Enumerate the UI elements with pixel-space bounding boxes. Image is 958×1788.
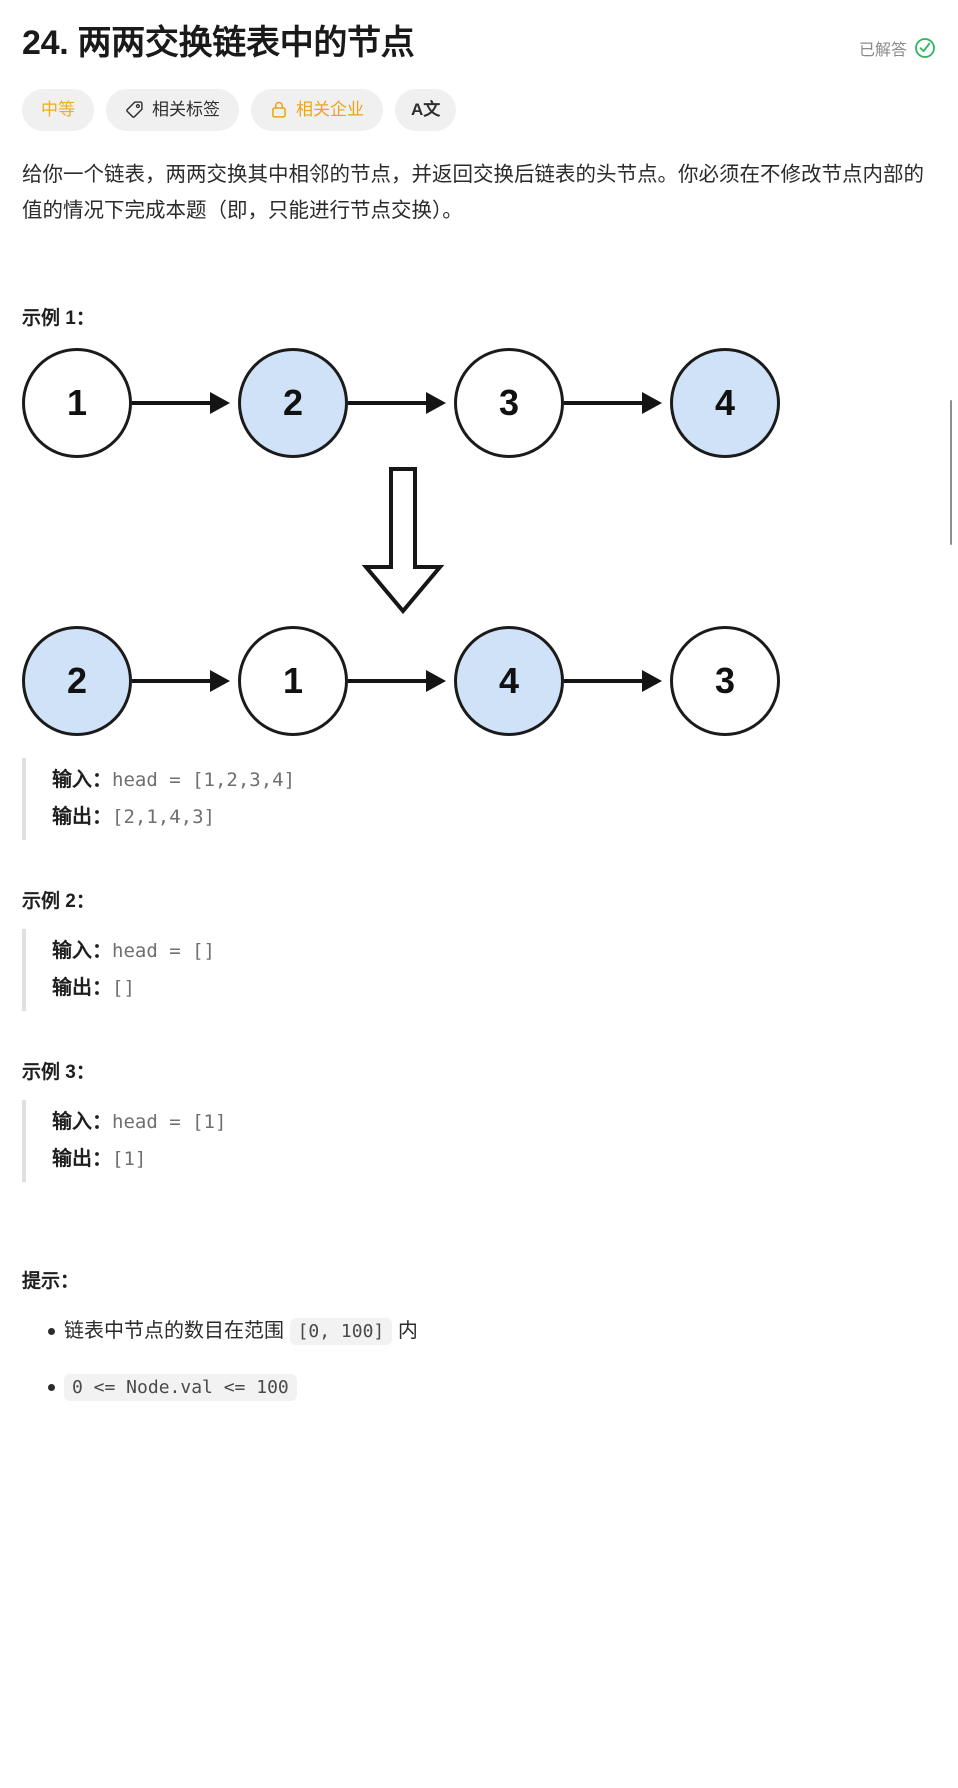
status-badge: 已解答 — [859, 22, 936, 60]
down-arrow-row — [22, 458, 936, 626]
arrow-icon — [564, 391, 670, 415]
output-label: 输出： — [52, 806, 112, 829]
tag-icon — [125, 100, 144, 119]
page-title: 24. 两两交换链表中的节点 — [22, 24, 415, 62]
down-arrow-icon — [360, 465, 446, 620]
list-item: 链表中节点的数目在范围 [0, 100] 内 — [48, 1315, 936, 1347]
example-output-line: 输出：[1] — [52, 1141, 936, 1178]
related-companies-badge[interactable]: 相关企业 — [251, 88, 383, 131]
input-value: head = [1] — [112, 1111, 227, 1134]
list-node: 2 — [238, 348, 348, 459]
example-3-io: 输入：head = [1] 输出：[1] — [22, 1100, 936, 1183]
output-value: [1] — [112, 1148, 147, 1171]
list-node: 4 — [454, 626, 564, 737]
list-node: 3 — [670, 626, 780, 737]
list-node: 1 — [238, 626, 348, 737]
input-label: 输入： — [52, 1111, 112, 1134]
related-companies-label: 相关企业 — [296, 100, 364, 119]
input-value: head = [1,2,3,4] — [112, 769, 296, 792]
scrollbar[interactable] — [948, 0, 954, 1788]
hints-heading: 提示： — [22, 1271, 80, 1293]
translate-badge[interactable]: A文 — [395, 88, 457, 131]
problem-description: 给你一个链表，两两交换其中相邻的节点，并返回交换后链表的头节点。你必须在不修改节… — [22, 162, 924, 222]
list-node: 4 — [670, 348, 780, 459]
output-value: [] — [112, 977, 135, 1000]
input-value: head = [] — [112, 940, 215, 963]
list-node: 3 — [454, 348, 564, 459]
linked-list-before: 1 2 3 4 — [22, 348, 936, 459]
related-tags-badge[interactable]: 相关标签 — [106, 88, 239, 131]
lock-icon — [270, 100, 288, 119]
difficulty-label: 中等 — [41, 100, 75, 119]
output-label: 输出： — [52, 1148, 112, 1171]
arrow-icon — [132, 391, 238, 415]
arrow-icon — [564, 669, 670, 693]
hint-text-suffix: 内 — [392, 1320, 418, 1343]
list-node: 1 — [22, 348, 132, 459]
hint-code: [0, 100] — [289, 1318, 393, 1346]
badge-row: 中等 相关标签 相关企业 A文 — [22, 88, 936, 131]
example-input-line: 输入：head = [1] — [52, 1104, 936, 1141]
list-item: 0 <= Node.val <= 100 — [48, 1371, 936, 1403]
example-3-heading: 示例 3： — [22, 1062, 95, 1084]
example-output-line: 输出：[] — [52, 970, 936, 1007]
arrow-icon — [132, 669, 238, 693]
arrow-icon — [348, 391, 454, 415]
example-2-heading: 示例 2： — [22, 891, 95, 913]
linked-list-swap-figure: 1 2 3 4 2 1 4 3 — [22, 348, 936, 737]
scrollbar-thumb[interactable] — [950, 400, 952, 545]
status-label: 已解答 — [858, 42, 907, 59]
arrow-icon — [348, 669, 454, 693]
translate-icon: A文 — [411, 100, 441, 119]
output-value: [2,1,4,3] — [112, 806, 215, 829]
linked-list-after: 2 1 4 3 — [22, 626, 936, 737]
example-1-heading: 示例 1： — [22, 308, 95, 330]
check-circle-icon — [914, 37, 936, 59]
example-1-io: 输入：head = [1,2,3,4] 输出：[2,1,4,3] — [22, 758, 936, 841]
example-output-line: 输出：[2,1,4,3] — [52, 799, 936, 836]
related-tags-label: 相关标签 — [152, 100, 220, 119]
example-input-line: 输入：head = [1,2,3,4] — [52, 762, 936, 799]
hint-code: 0 <= Node.val <= 100 — [64, 1374, 297, 1402]
example-input-line: 输入：head = [] — [52, 933, 936, 970]
output-label: 输出： — [52, 977, 112, 1000]
hint-text-prefix: 链表中节点的数目在范围 — [64, 1320, 290, 1343]
input-label: 输入： — [52, 940, 112, 963]
difficulty-badge[interactable]: 中等 — [22, 88, 94, 131]
title-row: 24. 两两交换链表中的节点 已解答 — [22, 22, 936, 65]
input-label: 输入： — [52, 769, 112, 792]
hints-list: 链表中节点的数目在范围 [0, 100] 内 0 <= Node.val <= … — [22, 1315, 936, 1403]
list-node: 2 — [22, 626, 132, 737]
example-2-io: 输入：head = [] 输出：[] — [22, 929, 936, 1012]
